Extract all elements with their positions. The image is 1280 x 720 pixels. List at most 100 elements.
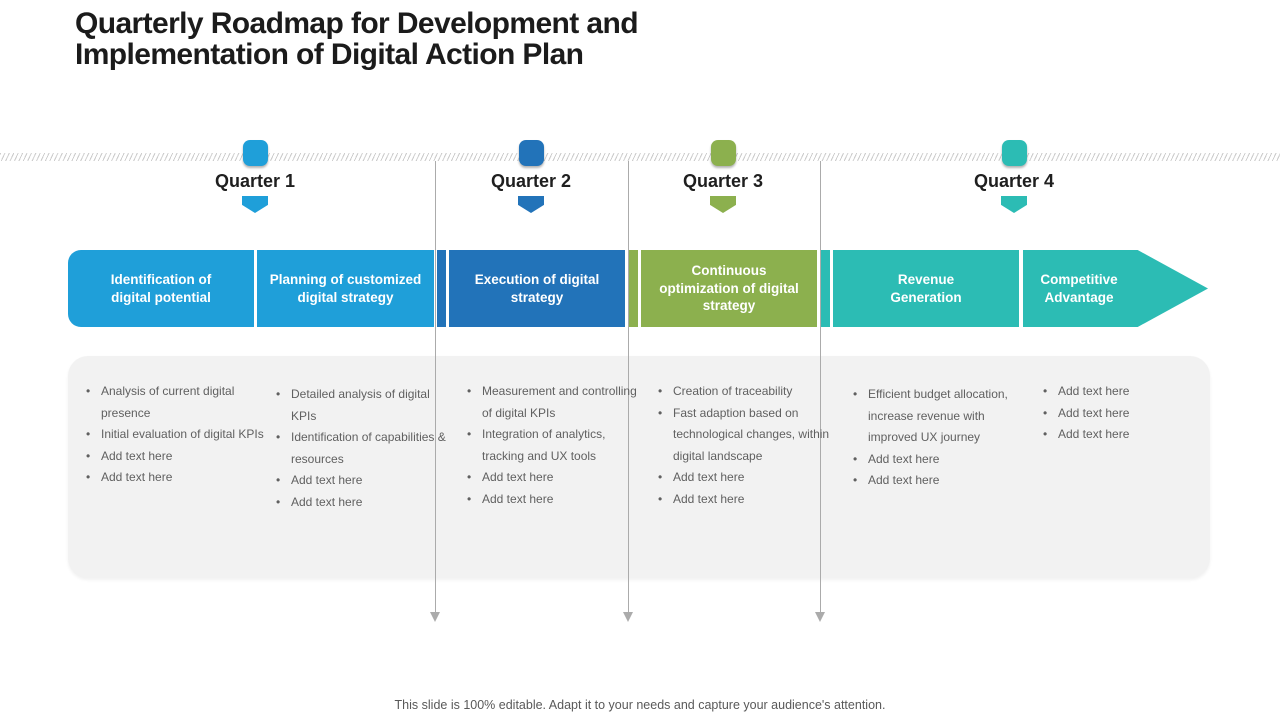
phase-label: Continuous optimization of digital strat… <box>659 262 799 314</box>
bullet-text: Identification of capabilities & resourc… <box>291 430 446 466</box>
bullet-list-q2: •Measurement and controlling of digital … <box>467 381 641 510</box>
divider-line-q2-q3 <box>623 161 633 622</box>
quarter-marker-2: Quarter 2 <box>451 140 611 213</box>
bullet-item: • Add text here <box>658 467 834 489</box>
pentagon-down-icon <box>242 196 268 213</box>
phase-optimization: Continuous optimization of digital strat… <box>641 250 817 327</box>
phase-label: Revenue Generation <box>890 271 962 305</box>
bullet-item: • Add text here <box>853 449 1015 471</box>
bullet-text: Initial evaluation of digital KPIs <box>101 427 264 441</box>
bullet-text: Add text here <box>482 491 554 506</box>
bullet-text: Add text here <box>673 491 745 506</box>
bullet-dot: • <box>658 384 663 398</box>
quarter-marker-3: Quarter 3 <box>643 140 803 213</box>
bullet-dot: • <box>276 494 281 509</box>
bullet-item: •Add text here <box>86 467 266 489</box>
bullet-dot: • <box>467 470 472 484</box>
quarter-label: Quarter 1 <box>214 171 296 191</box>
down-arrow-icon <box>430 612 440 622</box>
bullet-text: Detailed analysis of digital KPIs <box>291 387 430 423</box>
bullet-item: • Add text here <box>276 470 448 492</box>
bullet-text: Add text here <box>291 473 363 487</box>
quarter-marker-4: Quarter 4 <box>934 140 1094 213</box>
bullet-text: Add text here <box>868 473 940 487</box>
bullet-text: Creation of traceability <box>673 384 793 398</box>
divider-line-q3-q4 <box>815 161 825 622</box>
bullet-text: Add text here <box>1058 384 1130 398</box>
phase-planning: Planning of customized digital strategy <box>257 250 434 327</box>
bullet-dot: • <box>1043 405 1048 420</box>
quarter-marker-1: Quarter 1 <box>175 140 335 213</box>
bullet-dot: • <box>86 384 91 398</box>
bullet-item: •Add text here <box>276 492 448 514</box>
phase-strip <box>437 250 446 327</box>
timeline-hatched-line <box>0 153 1280 161</box>
pentagon-down-icon <box>518 196 544 213</box>
phase-identification: Identification of digital potential <box>68 250 254 327</box>
content-panel <box>68 356 1210 578</box>
bullet-text: Add text here <box>1058 405 1130 420</box>
bullet-item: • Add text here <box>853 470 1015 492</box>
bullet-dot: • <box>467 384 472 398</box>
bullet-dot: • <box>1043 384 1048 398</box>
bullet-item: • Add text here <box>86 446 266 468</box>
bullet-item: •Analysis of current digital presence <box>86 381 266 424</box>
bullet-text: Add text here <box>1058 427 1130 441</box>
bullet-item: • Add text here <box>1043 381 1183 403</box>
bullet-dot: • <box>853 451 858 466</box>
bullet-text: Add text here <box>673 470 745 484</box>
bullet-text: Add text here <box>868 451 940 466</box>
phase-advantage-arrow: Competitive Advantage <box>1023 250 1208 327</box>
bullet-dot: • <box>276 387 281 401</box>
quarter-label: Quarter 3 <box>682 171 764 191</box>
bullet-dot: • <box>658 470 663 484</box>
phase-strip <box>821 250 830 327</box>
bullet-dot: • <box>86 427 91 441</box>
quarter-square-icon <box>1001 140 1027 166</box>
bullet-dot: • <box>467 491 472 506</box>
bullet-item: • Add text here <box>1043 424 1183 446</box>
bullet-dot: • <box>276 473 281 487</box>
pentagon-down-icon <box>710 196 736 213</box>
bullet-item: • Add text here <box>1043 403 1183 425</box>
bullet-dot: • <box>467 427 472 441</box>
bullet-text: Add text here <box>101 448 173 463</box>
bullet-dot: • <box>658 405 663 420</box>
bullet-item: • Add text here <box>467 489 641 511</box>
quarter-label: Quarter 2 <box>490 171 572 191</box>
bullet-item: • Identification of capabilities & resour… <box>276 427 448 470</box>
bullet-dot: • <box>276 430 281 444</box>
down-arrow-icon <box>623 612 633 622</box>
divider-line-q1-q2 <box>430 161 440 622</box>
bullet-item: • Add text here <box>658 489 834 511</box>
bullet-text: Efficient budget allocation, increase re… <box>868 387 1008 444</box>
bullet-item: • Initial evaluation of digital KPIs <box>86 424 266 446</box>
down-arrow-icon <box>815 612 825 622</box>
bullet-list-q1b: • Detailed analysis of digital KPIs • Ident… <box>276 384 448 513</box>
bullet-list-q4b: • Add text here • Add text here • Add text he… <box>1043 381 1183 446</box>
bullet-item: •Measurement and controlling of digital … <box>467 381 641 424</box>
bullet-dot: • <box>853 473 858 487</box>
phase-label: Competitive Advantage <box>1040 271 1118 305</box>
bullet-text: Add text here <box>482 470 554 484</box>
bullet-item: • Creation of traceability <box>658 381 834 403</box>
bullet-item: •Efficient budget allocation, increase r… <box>853 384 1015 449</box>
quarter-label: Quarter 4 <box>973 171 1055 191</box>
bullet-text: Fast adaption based on technological cha… <box>673 405 830 463</box>
pentagon-down-icon <box>1001 196 1027 213</box>
bullet-dot: • <box>86 470 91 484</box>
phase-revenue: Revenue Generation <box>833 250 1019 327</box>
slide-title: Quarterly Roadmap for Development and Im… <box>75 7 639 71</box>
bullet-text: Integration of analytics, tracking and U… <box>482 427 606 463</box>
phase-strip <box>629 250 638 327</box>
phase-label: Planning of customized digital strategy <box>269 271 422 305</box>
bullet-dot: • <box>1043 427 1048 441</box>
quarter-square-icon <box>518 140 544 166</box>
bullet-item: • Detailed analysis of digital KPIs <box>276 384 448 427</box>
bullet-list-q1a: •Analysis of current digital presence•In… <box>86 381 266 489</box>
bullet-dot: • <box>86 448 91 463</box>
slide-footer-note: This slide is 100% editable. Adapt it to… <box>394 698 886 712</box>
bullet-dot: • <box>658 491 663 506</box>
phase-label: Execution of digital strategy <box>474 271 600 305</box>
